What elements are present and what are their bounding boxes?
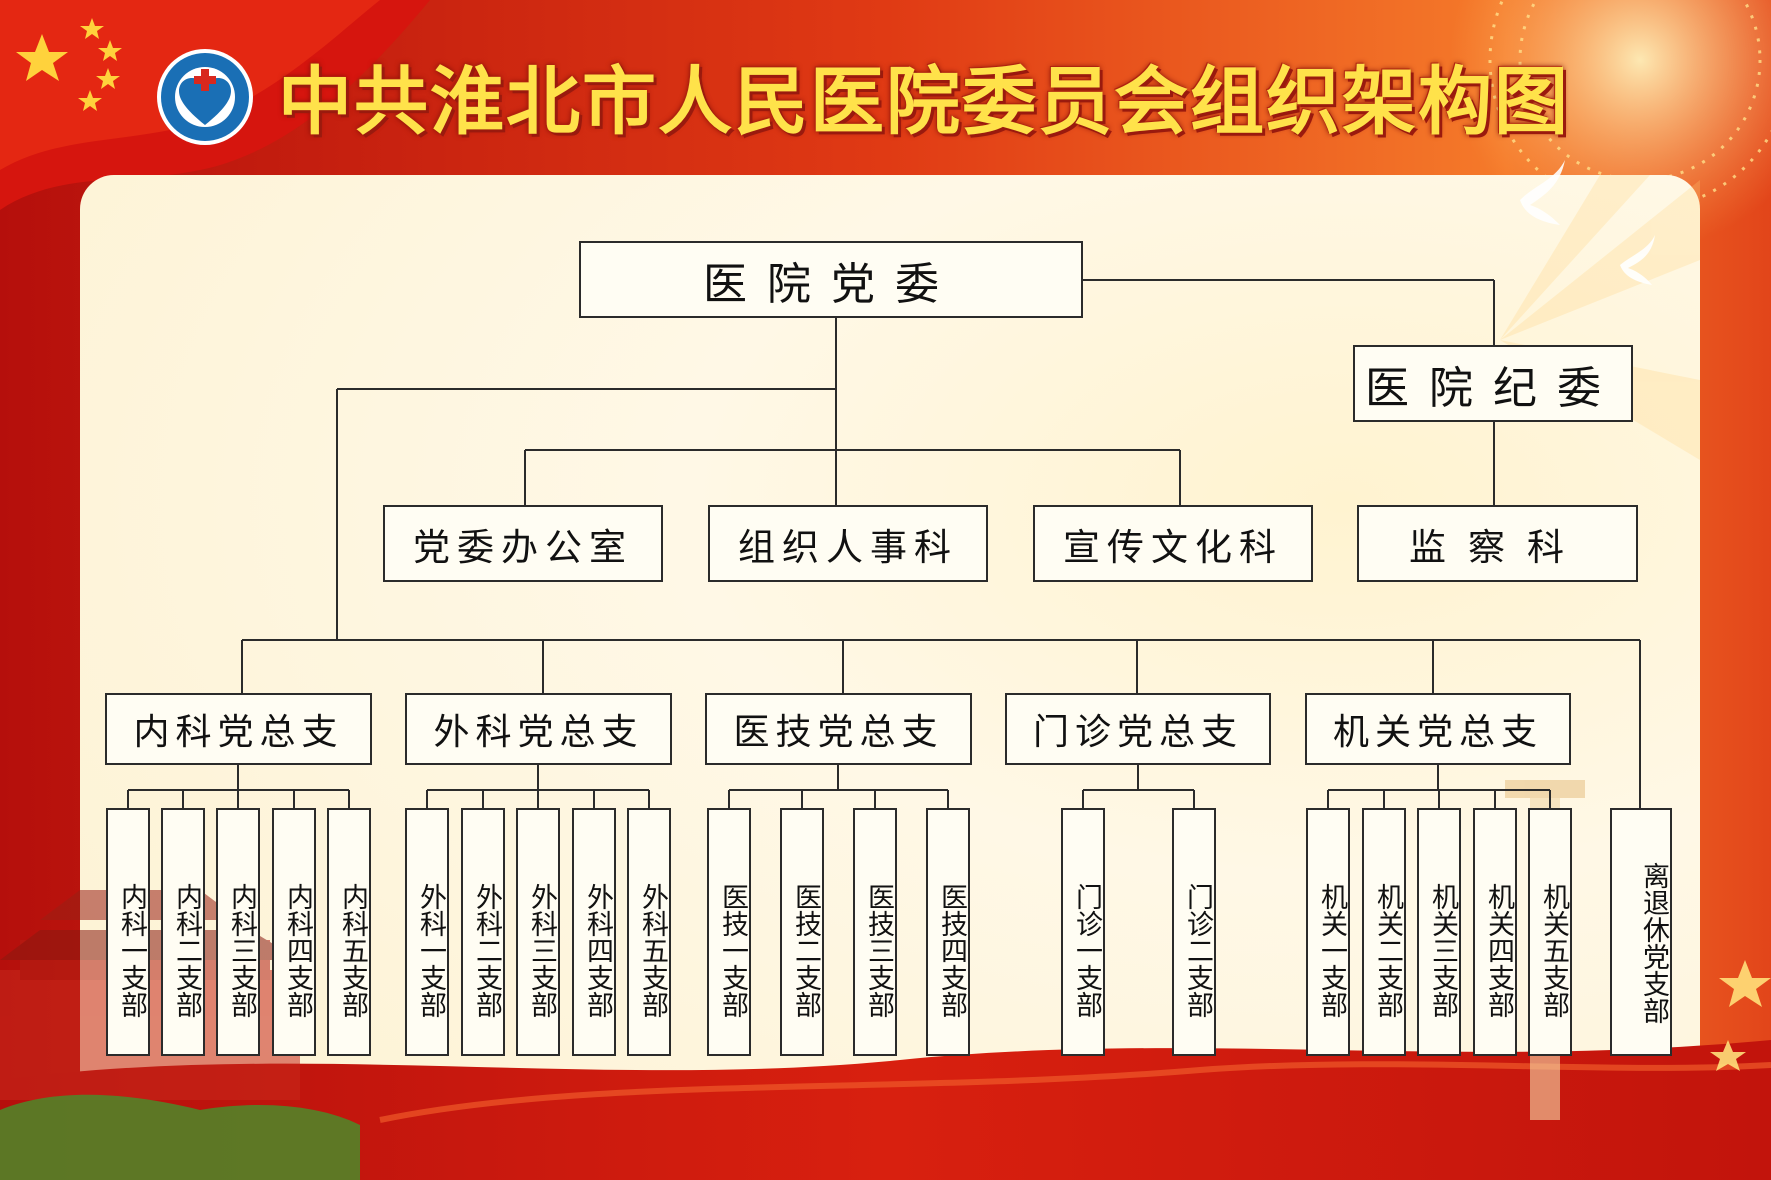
branch-surgery-4: 外科四支部 [572,808,616,1056]
branch-outpatient-1: 门诊一支部 [1061,808,1105,1056]
branch-outpatient-2: 门诊二支部 [1172,808,1216,1056]
department-personnel: 组织人事科 [708,505,988,582]
branch-internal-5: 内科五支部 [327,808,371,1056]
general-branch-medtech: 医技党总支 [705,693,972,765]
discipline-committee: 医院纪委 [1353,345,1633,422]
branch-office-3: 机关三支部 [1417,808,1461,1056]
general-branch-outpatient: 门诊党总支 [1005,693,1271,765]
department-party-office: 党委办公室 [383,505,663,582]
branch-medtech-4: 医技四支部 [926,808,970,1056]
supervision-section: 监察科 [1357,505,1638,582]
page-title: 中共淮北市人民医院委员会组织架构图 [278,59,1570,145]
branch-internal-1: 内科一支部 [106,808,150,1056]
branch-internal-4: 内科四支部 [272,808,316,1056]
general-branch-internal: 内科党总支 [105,693,372,765]
branch-office-1: 机关一支部 [1306,808,1350,1056]
branch-medtech-2: 医技二支部 [780,808,824,1056]
branch-internal-3: 内科三支部 [216,808,260,1056]
branch-office-5: 机关五支部 [1528,808,1572,1056]
branch-office-4: 机关四支部 [1473,808,1517,1056]
branch-retired: 离退休党支部 [1610,808,1672,1056]
general-branch-office: 机关党总支 [1305,693,1571,765]
branch-internal-2: 内科二支部 [161,808,205,1056]
branch-medtech-3: 医技三支部 [853,808,897,1056]
branch-surgery-2: 外科二支部 [461,808,505,1056]
general-branch-surgery: 外科党总支 [405,693,672,765]
department-publicity: 宣传文化科 [1033,505,1313,582]
root-party-committee: 医院党委 [579,241,1083,318]
branch-surgery-5: 外科五支部 [627,808,671,1056]
branch-medtech-1: 医技一支部 [707,808,751,1056]
hospital-logo-icon [157,49,253,145]
branch-surgery-3: 外科三支部 [516,808,560,1056]
branch-surgery-1: 外科一支部 [405,808,449,1056]
branch-office-2: 机关二支部 [1362,808,1406,1056]
